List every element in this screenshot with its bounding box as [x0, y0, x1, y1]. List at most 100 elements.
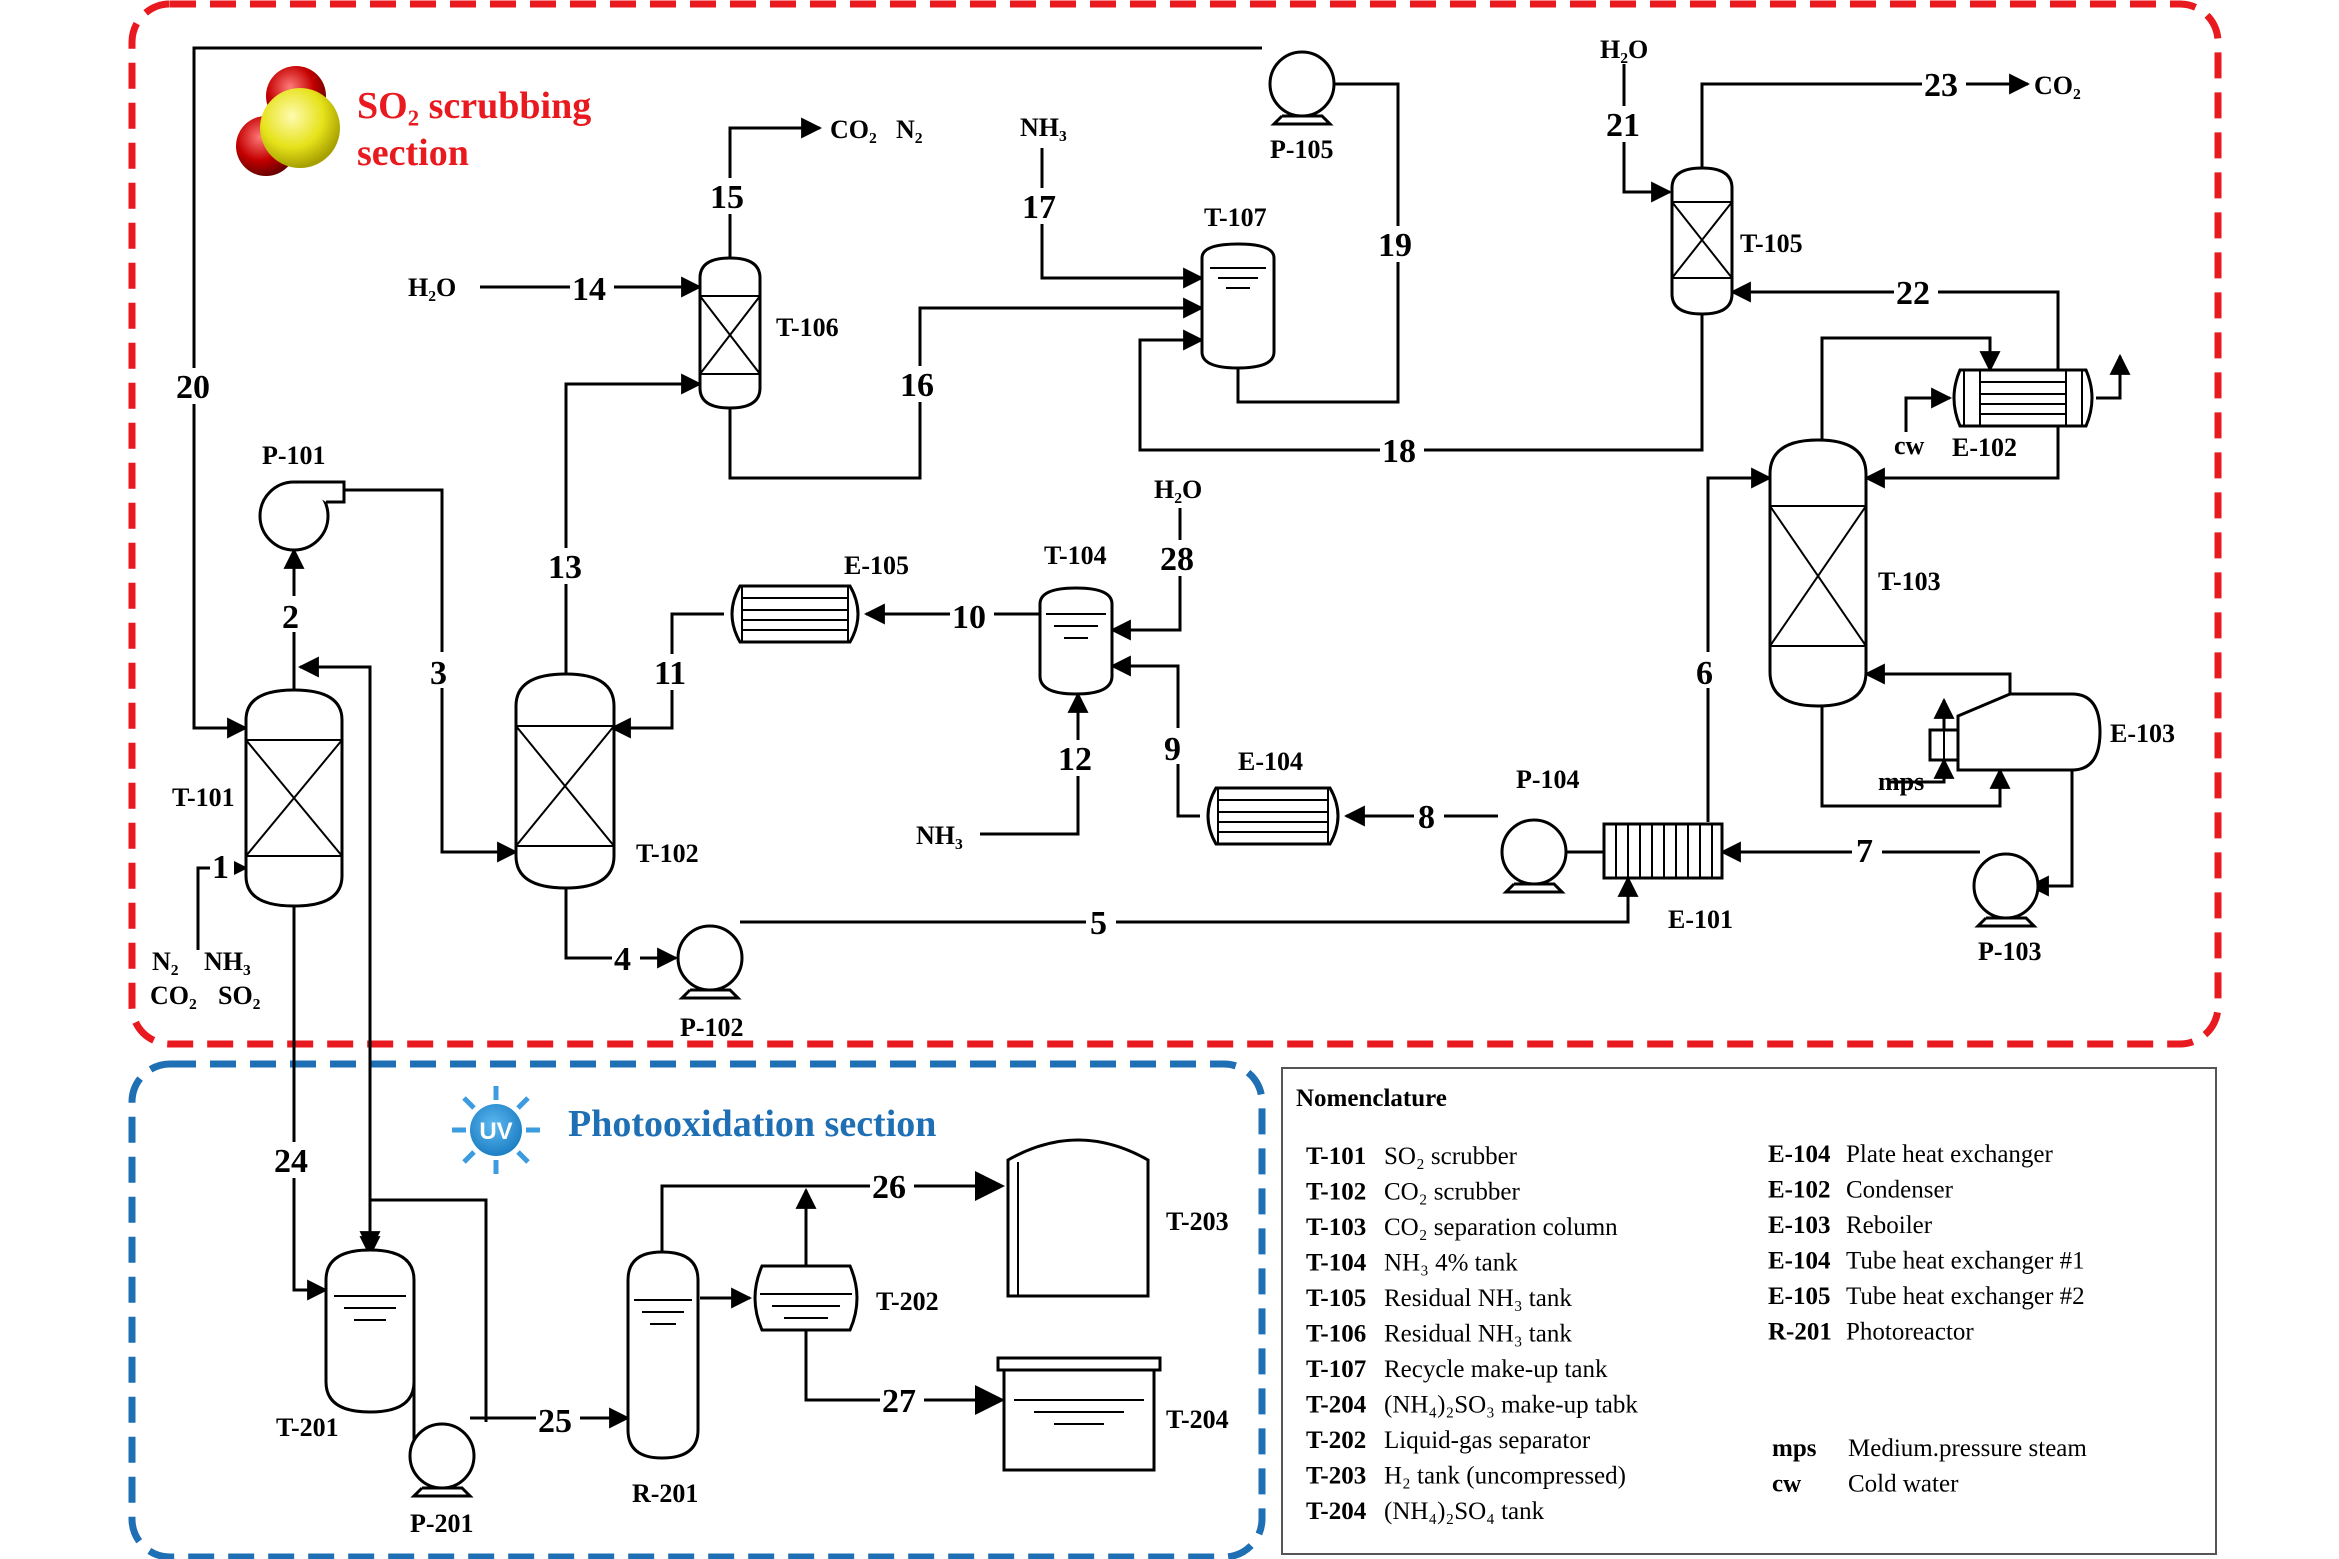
nomenclature-left-item-desc: Residual NH₃ tank — [1384, 1285, 1572, 1312]
stream-28: 28 — [1160, 541, 1194, 578]
label-t107: T-107 — [1204, 203, 1267, 232]
nomenclature-left-item-desc: SO₂ scrubber — [1384, 1143, 1518, 1170]
separator-t202 — [753, 1264, 859, 1332]
nomenclature-left-item-code: T-204 — [1306, 1498, 1367, 1525]
stream-numbers: 1 2 3 4 5 6 7 8 9 10 11 12 13 14 15 16 1… — [174, 66, 1966, 1440]
label-t203: T-203 — [1166, 1207, 1229, 1236]
chem-co2-23: CO₂ — [2034, 71, 2081, 100]
chem-nh3-12: NH₃ — [916, 821, 963, 850]
stream-11: 11 — [654, 655, 686, 692]
stream-27: 27 — [882, 1383, 916, 1420]
chem-h2o-28: H₂O — [1154, 475, 1202, 504]
column-t101 — [244, 688, 344, 908]
nomenclature-right-item-desc: Condenser — [1846, 1177, 1954, 1204]
label-r201: R-201 — [632, 1479, 698, 1508]
chem-feed-co2: CO₂ — [150, 981, 197, 1010]
nomenclature-left-item-code: T-102 — [1306, 1179, 1366, 1206]
stream-9: 9 — [1164, 731, 1181, 768]
nomenclature-right-item-code: E-104 — [1768, 1141, 1831, 1168]
nomenclature-left-item-desc: Liquid-gas separator — [1384, 1427, 1591, 1454]
nomenclature-right-item-desc: Tube heat exchanger #1 — [1846, 1248, 2085, 1275]
reactor-r201 — [626, 1250, 700, 1460]
nomenclature-left-item-code: T-202 — [1306, 1427, 1366, 1454]
label-t106: T-106 — [776, 313, 839, 342]
photo-section-title: Photooxidation section — [568, 1103, 936, 1145]
label-t202: T-202 — [876, 1287, 939, 1316]
uv-label: UV — [479, 1118, 512, 1145]
nomenclature-left-item-code: T-101 — [1306, 1143, 1366, 1170]
nomenclature-right-item-desc: Tube heat exchanger #2 — [1846, 1283, 2085, 1310]
stream-15: 15 — [710, 179, 744, 216]
stream-18: 18 — [1382, 433, 1416, 470]
chem-mps: mps — [1878, 767, 1924, 796]
nomenclature-right-item-code: E-105 — [1768, 1283, 1831, 1310]
pump-p101 — [258, 480, 346, 552]
stream-22: 22 — [1896, 275, 1930, 312]
stream-10: 10 — [952, 599, 986, 636]
column-t102 — [514, 672, 616, 890]
nomenclature-left-item-desc: H₂ tank (uncompressed) — [1384, 1463, 1626, 1490]
pump-p201 — [408, 1422, 476, 1498]
nomenclature-left-item-code: T-203 — [1306, 1463, 1366, 1490]
nomenclature-left-item-code: T-103 — [1306, 1214, 1366, 1241]
nomenclature-right-item-code: R-201 — [1768, 1319, 1832, 1346]
nomenclature-right-item-desc: Photoreactor — [1846, 1319, 1974, 1346]
stream-2: 2 — [282, 599, 299, 636]
stream-17: 17 — [1022, 189, 1056, 226]
exchanger-e104 — [1206, 786, 1340, 846]
nomenclature-left-item-code: T-104 — [1306, 1250, 1367, 1277]
label-e102: E-102 — [1952, 433, 2017, 462]
label-t101: T-101 — [172, 783, 235, 812]
stream-5: 5 — [1090, 905, 1107, 942]
stream-21: 21 — [1606, 107, 1640, 144]
label-p201: P-201 — [410, 1509, 474, 1538]
column-t105 — [1670, 166, 1734, 316]
nomenclature-left-item-desc: (NH₄)₂SO₃ make-up tabk — [1384, 1392, 1638, 1419]
nomenclature-right-item-code: E-103 — [1768, 1212, 1831, 1239]
chem-h2o-14: H₂O — [408, 273, 456, 302]
so2-section-title-line1: SO₂ scrubbing — [357, 85, 591, 127]
chem-feed-so2: SO₂ — [218, 981, 261, 1010]
nomenclature-left-item-desc: CO₂ scrubber — [1384, 1179, 1520, 1206]
reboiler-e103 — [1928, 692, 2102, 772]
label-e101: E-101 — [1668, 905, 1733, 934]
stream-24: 24 — [274, 1143, 308, 1180]
chem-n2-15: N₂ — [896, 115, 923, 144]
nomenclature-abbr-item-desc: Medium.pressure steam — [1848, 1435, 2087, 1462]
nomenclature-left-item-desc: NH₃ 4% tank — [1384, 1250, 1518, 1277]
column-t103 — [1768, 438, 1868, 708]
stream-23: 23 — [1924, 67, 1958, 104]
label-t102: T-102 — [636, 839, 699, 868]
label-p103: P-103 — [1978, 937, 2042, 966]
nomenclature-abbr-item-code: cw — [1772, 1471, 1801, 1498]
stream-12: 12 — [1058, 741, 1092, 778]
pump-p102 — [676, 924, 744, 1000]
chem-feed-n2: N₂ — [152, 947, 179, 976]
stream-16: 16 — [900, 367, 934, 404]
stream-19: 19 — [1378, 227, 1412, 264]
nomenclature-left-item-desc: (NH₄)₂SO₄ tank — [1384, 1498, 1545, 1525]
nomenclature-left-item-desc: CO₂ separation column — [1384, 1214, 1618, 1241]
label-e103: E-103 — [2110, 719, 2175, 748]
pump-p104 — [1500, 818, 1568, 894]
label-e105: E-105 — [844, 551, 909, 580]
nomenclature-left-item-desc: Residual NH₃ tank — [1384, 1321, 1572, 1348]
tank-t201 — [324, 1248, 416, 1414]
photo-section-border — [128, 1060, 1266, 1559]
tank-t107 — [1200, 242, 1276, 370]
pump-p105 — [1268, 50, 1336, 126]
tank-t204 — [996, 1356, 1162, 1472]
chem-cw: cw — [1894, 431, 1925, 460]
uv-sun-icon: UV — [452, 1086, 540, 1174]
nomenclature-right-item-desc: Plate heat exchanger — [1846, 1141, 2054, 1168]
stream-6: 6 — [1696, 655, 1713, 692]
so2-section-title-line2: section — [357, 132, 469, 174]
label-p104: P-104 — [1516, 765, 1580, 794]
chem-feed-nh3: NH₃ — [204, 947, 251, 976]
stream-25: 25 — [538, 1403, 572, 1440]
chem-co2-15: CO₂ — [830, 115, 877, 144]
tank-t104 — [1038, 586, 1114, 696]
